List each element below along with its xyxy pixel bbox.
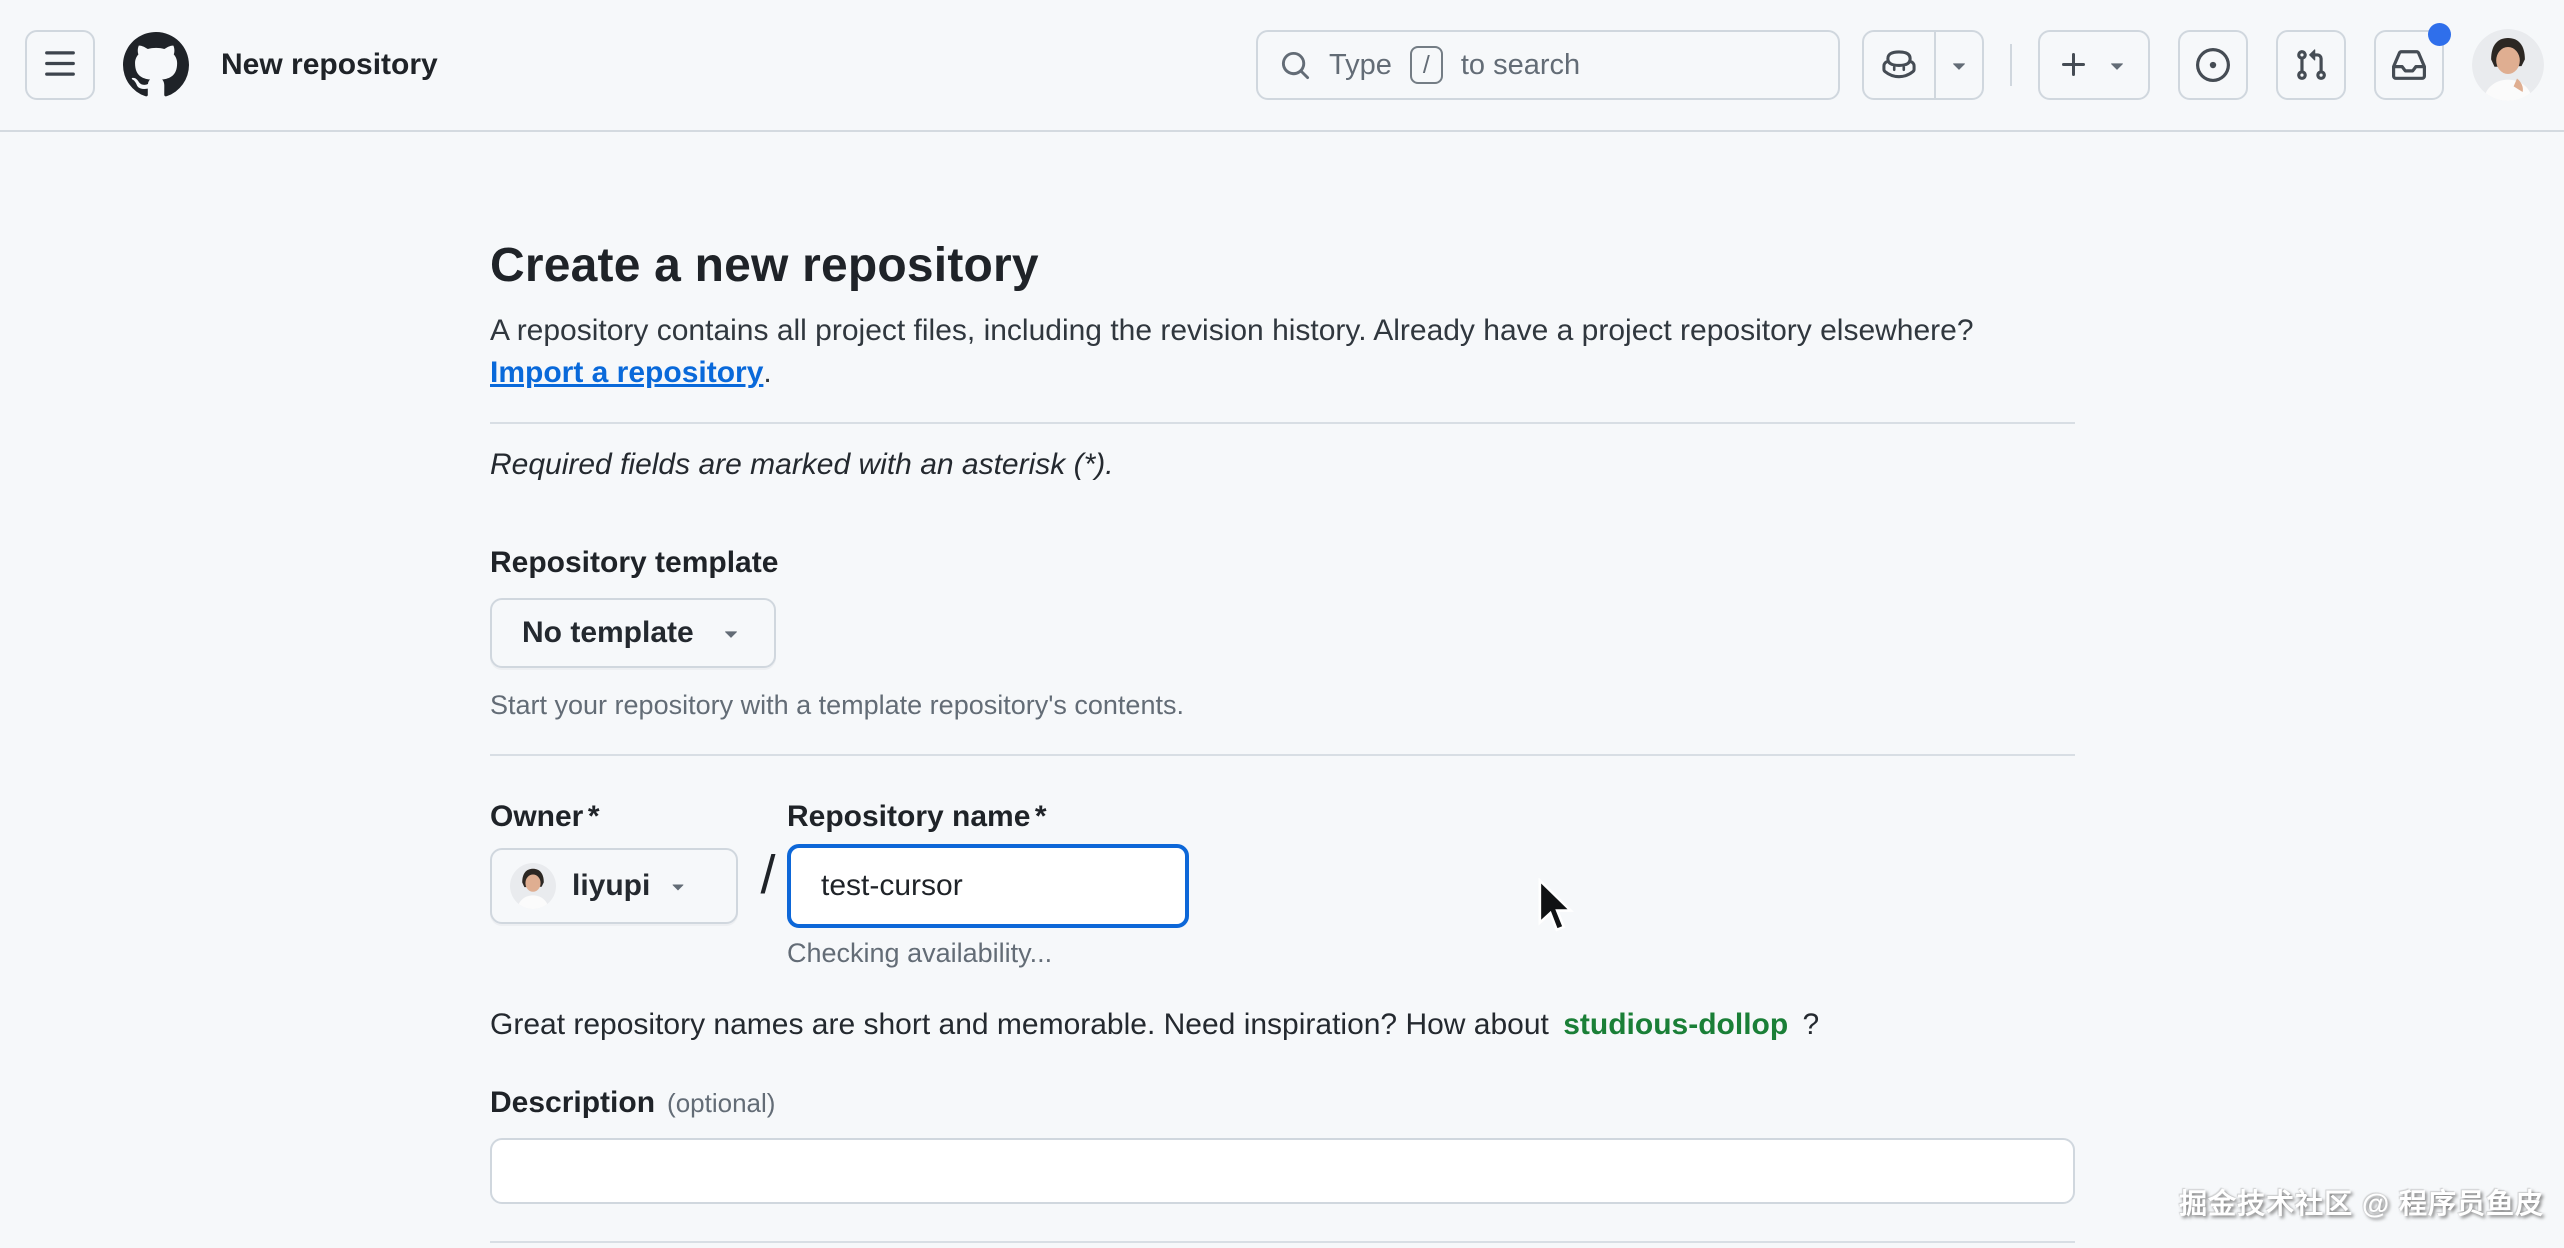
section-divider <box>490 422 2075 424</box>
pull-requests-button[interactable] <box>2276 30 2346 100</box>
inbox-icon <box>2392 48 2426 82</box>
section-divider <box>490 1241 2075 1243</box>
search-placeholder-suffix: to search <box>1460 48 1581 81</box>
search-icon <box>1280 50 1311 81</box>
chevron-down-icon <box>2104 52 2130 78</box>
owner-required-asterisk: * <box>587 800 600 833</box>
github-logo-icon[interactable] <box>123 32 189 98</box>
copilot-dropdown-button[interactable] <box>1936 32 1982 98</box>
availability-status: Checking availability... <box>787 938 1053 968</box>
import-repository-link[interactable]: Import a repository <box>490 356 764 389</box>
search-placeholder-prefix: Type <box>1329 48 1392 81</box>
copilot-button[interactable] <box>1864 32 1936 98</box>
description-label: Description <box>490 1086 656 1119</box>
owner-name: liyupi <box>572 869 651 902</box>
owner-repo-separator: / <box>760 845 776 905</box>
global-search-input[interactable]: Type / to search <box>1256 30 1840 100</box>
app-header: New repository Type / to search <box>0 0 2564 132</box>
suggested-name-link[interactable]: studious-dollop <box>1563 1008 1789 1041</box>
git-pull-request-icon <box>2294 48 2328 82</box>
user-avatar[interactable] <box>2472 29 2544 101</box>
copilot-button-group <box>1862 30 1984 100</box>
hamburger-icon <box>43 47 77 84</box>
repository-template-label: Repository template <box>490 546 779 579</box>
watermark-text: 掘金技术社区 @ 程序员鱼皮 <box>2179 1188 2544 1219</box>
page-context-title: New repository <box>221 48 438 81</box>
header-divider <box>2010 44 2012 86</box>
create-new-dropdown-button[interactable] <box>2038 30 2150 100</box>
description-optional-tag: (optional) <box>667 1088 776 1118</box>
chevron-down-icon <box>1946 52 1972 78</box>
mouse-arrow-cursor <box>1537 877 1575 941</box>
owner-repo-controls-row: liyupi / <box>490 844 2075 930</box>
plus-icon <box>2058 49 2090 81</box>
section-divider <box>490 754 2075 756</box>
avatar-photo <box>2472 29 2544 101</box>
page-title: Create a new repository <box>490 239 1039 292</box>
notifications-inbox-button[interactable] <box>2374 23 2451 100</box>
description-label-row: Description (optional) <box>490 1086 775 1120</box>
name-suggestion-text: Great repository names are short and mem… <box>490 1008 1820 1041</box>
intro-text: A repository contains all project files,… <box>490 314 1974 389</box>
repository-name-label: Repository name <box>787 800 1031 833</box>
repo-required-asterisk: * <box>1034 800 1047 833</box>
unread-notification-dot <box>2428 23 2451 46</box>
required-fields-note: Required fields are marked with an aster… <box>490 448 1114 481</box>
template-help-text: Start your repository with a template re… <box>490 690 1184 720</box>
copilot-icon <box>1881 47 1917 83</box>
owner-select-button[interactable]: liyupi <box>490 848 738 924</box>
repository-name-input[interactable] <box>787 844 1189 928</box>
issues-button[interactable] <box>2178 30 2248 100</box>
chevron-down-icon <box>666 874 690 898</box>
owner-label: Owner <box>490 800 584 833</box>
template-select-button[interactable]: No template <box>490 598 776 668</box>
slash-key-hint: / <box>1409 45 1443 85</box>
owner-avatar <box>510 863 556 909</box>
issue-opened-icon <box>2196 48 2230 82</box>
description-input[interactable] <box>490 1138 2075 1204</box>
chevron-down-icon <box>718 620 744 646</box>
hamburger-menu-button[interactable] <box>25 30 95 100</box>
new-repository-form: Create a new repository A repository con… <box>490 132 2075 1248</box>
